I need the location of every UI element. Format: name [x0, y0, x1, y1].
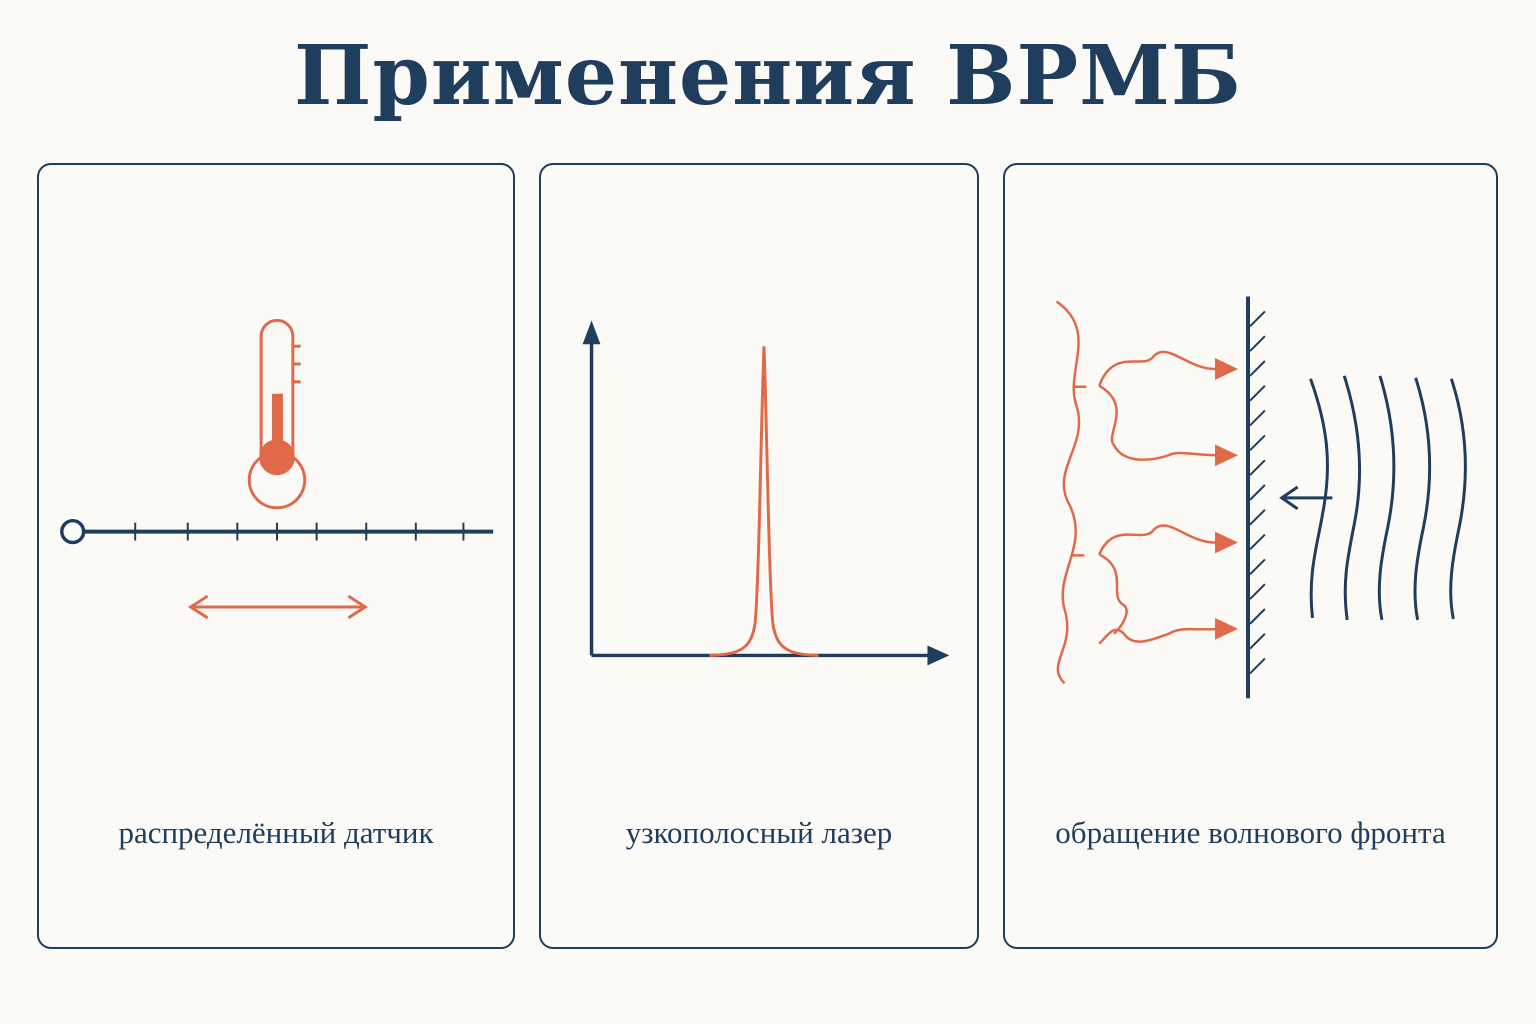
mirror-icon [1246, 296, 1266, 699]
caption-phase-conjugation: обращение волнового фронта [1055, 815, 1446, 850]
double-arrow-icon [187, 594, 368, 620]
thermometer-icon [247, 318, 307, 510]
phase-conjugation-diagram [1055, 296, 1467, 699]
caption-distributed-sensor: распределённый датчик [118, 815, 434, 850]
spectrum-axes [582, 320, 950, 666]
distributed-sensor-diagram [60, 318, 494, 620]
plane-wavefronts-icon [1309, 375, 1467, 621]
signal-arrows [1215, 358, 1239, 640]
narrowband-laser-diagram [582, 320, 950, 666]
panel-narrowband-laser: узкополосный лазер [539, 163, 979, 949]
panel-phase-conjugation: обращение волнового фронта [1003, 163, 1498, 949]
distorted-wave-icon [1055, 300, 1219, 685]
fiber-line [60, 518, 494, 545]
panel-distributed-sensor: распределённый датчик [37, 163, 515, 949]
caption-narrowband-laser: узкополосный лазер [625, 815, 893, 850]
narrow-peak [709, 346, 819, 657]
page-title: Применения ВРМБ [294, 28, 1242, 124]
